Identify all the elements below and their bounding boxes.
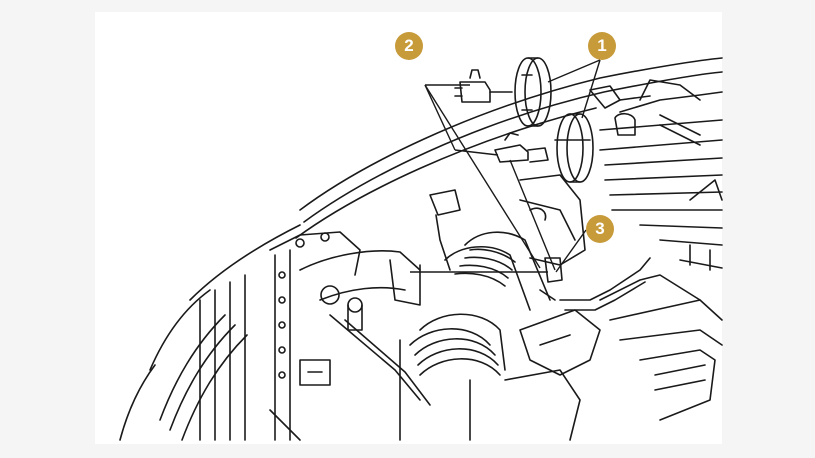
leader-2b xyxy=(424,84,541,269)
hood-edge xyxy=(119,57,723,441)
air-intake-hose xyxy=(399,231,551,441)
callout-leader-lines xyxy=(410,59,601,273)
callout-3-label: 3 xyxy=(595,219,605,238)
headlamp-bulb-top xyxy=(454,69,513,103)
leader-2c xyxy=(424,84,456,151)
grille-slats xyxy=(159,274,248,441)
cowl xyxy=(589,85,651,109)
air-box xyxy=(504,257,723,441)
engine-cover xyxy=(599,79,723,271)
headlamp-housing xyxy=(299,174,586,406)
dust-cap-lower xyxy=(554,113,594,183)
radiator-support xyxy=(269,231,361,441)
leader-1a xyxy=(547,59,601,83)
drawing-area xyxy=(95,12,722,444)
dust-cap-top xyxy=(514,57,552,127)
callout-1-badge: 1 xyxy=(588,32,616,60)
callout-2-badge: 2 xyxy=(395,32,423,60)
leader-1b xyxy=(581,59,601,119)
headlamp-socket xyxy=(519,199,576,301)
leader-2d xyxy=(454,149,499,156)
headlamp-bulb-lower xyxy=(494,132,549,163)
leader-3a xyxy=(509,159,556,271)
callout-2-label: 2 xyxy=(404,36,414,55)
callout-1-label: 1 xyxy=(597,36,607,55)
callout-3-badge: 3 xyxy=(586,215,614,243)
leader-3b xyxy=(555,229,587,273)
